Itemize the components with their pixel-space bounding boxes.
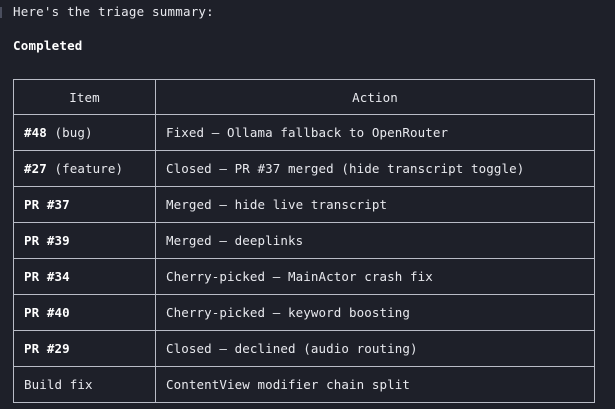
cell-item: PR #34 bbox=[13, 258, 156, 295]
table-header-row: Item Action bbox=[13, 79, 595, 115]
cell-action: Closed — declined (audio routing) bbox=[155, 330, 595, 367]
cell-item: PR #40 bbox=[13, 294, 156, 331]
table-row: PR #34 Cherry-picked — MainActor crash fi… bbox=[13, 258, 595, 295]
intro-text: Here's the triage summary: bbox=[13, 4, 214, 19]
table-row: #27 (feature)Closed — PR #37 merged (hid… bbox=[13, 150, 595, 187]
item-qualifier: (feature) bbox=[46, 161, 124, 176]
item-qualifier: Build fix bbox=[24, 377, 93, 392]
item-identifier: PR #34 bbox=[24, 269, 70, 284]
cell-action: Cherry-picked — keyword boosting bbox=[155, 294, 595, 331]
item-identifier: PR #39 bbox=[24, 233, 70, 248]
cell-action: ContentView modifier chain split bbox=[155, 366, 595, 403]
cell-item: #48 (bug) bbox=[13, 114, 156, 151]
cell-action: Closed — PR #37 merged (hide transcript … bbox=[155, 150, 595, 187]
table-row: PR #39 Merged — deeplinks bbox=[13, 222, 595, 259]
cell-action: Cherry-picked — MainActor crash fix bbox=[155, 258, 595, 295]
cell-action: Merged — deeplinks bbox=[155, 222, 595, 259]
cell-action: Merged — hide live transcript bbox=[155, 186, 595, 223]
column-header-item: Item bbox=[13, 79, 156, 115]
column-header-action: Action bbox=[155, 79, 595, 115]
section-heading-completed: Completed bbox=[13, 38, 83, 53]
item-identifier: #48 bbox=[24, 125, 47, 140]
table-row: Build fix ContentView modifier chain spli… bbox=[13, 366, 595, 403]
cell-item: PR #37 bbox=[13, 186, 156, 223]
table-head: Item Action bbox=[13, 79, 595, 115]
table-body: #48 (bug)Fixed — Ollama fallback to Open… bbox=[13, 114, 595, 403]
triage-summary-table: Item Action #48 (bug)Fixed — Ollama fall… bbox=[13, 79, 595, 403]
item-qualifier: (bug) bbox=[46, 125, 93, 140]
table-row: #48 (bug)Fixed — Ollama fallback to Open… bbox=[13, 114, 595, 151]
cell-item: PR #29 bbox=[13, 330, 156, 367]
item-identifier: PR #37 bbox=[24, 197, 70, 212]
left-edge-marker-icon bbox=[0, 7, 2, 18]
cell-action: Fixed — Ollama fallback to OpenRouter bbox=[155, 114, 595, 151]
item-identifier: #27 bbox=[24, 161, 47, 176]
item-identifier: PR #40 bbox=[24, 305, 70, 320]
item-identifier: PR #29 bbox=[24, 341, 70, 356]
table-row: PR #40 Cherry-picked — keyword boosting bbox=[13, 294, 595, 331]
cell-item: #27 (feature) bbox=[13, 150, 156, 187]
table-row: PR #29 Closed — declined (audio routing) bbox=[13, 330, 595, 367]
table-row: PR #37 Merged — hide live transcript bbox=[13, 186, 595, 223]
cell-item: PR #39 bbox=[13, 222, 156, 259]
cell-item: Build fix bbox=[13, 366, 156, 403]
